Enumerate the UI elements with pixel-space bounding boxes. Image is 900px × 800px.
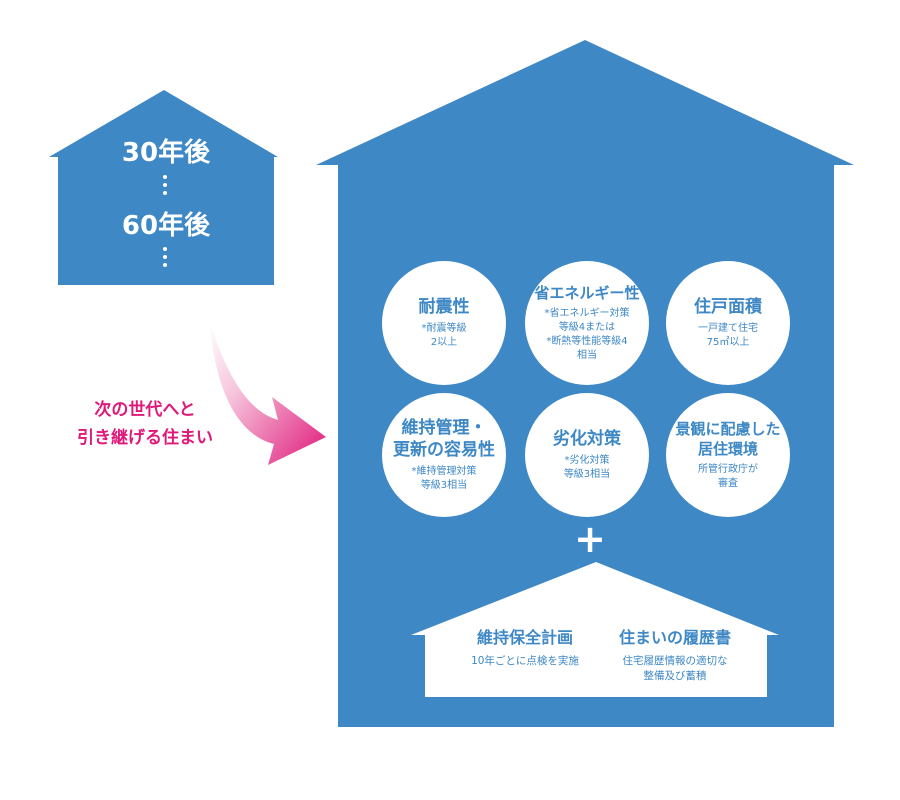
housing-history-note: 住宅履歴情報の適切な 整備及び蓄積	[590, 654, 760, 684]
circle-note-line: *劣化対策	[564, 455, 610, 466]
circle-floor-area: 住戸面積 一戸建て住宅 75㎡以上	[666, 261, 790, 385]
circle-energy-saving: 省エネルギー性 *省エネルギー対策 等級4または *断熱等性能等級4 相当	[525, 261, 649, 385]
circle-maintenance-ease: 維持管理・ 更新の容易性 *維持管理対策 等級3相当	[382, 393, 506, 517]
maintenance-plan-block: 維持保全計画 10年ごとに点検を実施	[440, 628, 610, 669]
circle-note-line: 等級3相当	[563, 469, 611, 480]
circle-note: 所管行政庁が 審査	[698, 463, 758, 491]
plus-sign: +	[574, 517, 606, 561]
small-house-label-30: 30年後	[121, 138, 211, 168]
circle-note-line: *耐震等級	[421, 323, 467, 334]
housing-history-note-line: 整備及び蓄積	[643, 670, 707, 682]
circle-note-line: 2以上	[430, 337, 458, 348]
circle-note-line: *省エネルギー対策	[544, 308, 630, 319]
circle-note: *省エネルギー対策 等級4または *断熱等性能等級4 相当	[545, 307, 630, 363]
small-house-shape	[49, 90, 278, 285]
circle-title-line: 維持管理・	[401, 418, 487, 438]
circle-title: 景観に配慮した 居住環境	[675, 419, 780, 459]
circle-note-line: 等級4または	[558, 322, 616, 333]
tagline: 次の世代へと 引き継げる住まい	[30, 396, 260, 452]
circle-note-line: 相当	[577, 350, 597, 361]
circle-note-line: 一戸建て住宅	[698, 323, 758, 334]
tagline-line2: 引き継げる住まい	[77, 428, 213, 448]
maintenance-plan-note: 10年ごとに点検を実施	[471, 655, 579, 667]
housing-history-title: 住まいの履歴書	[618, 628, 731, 647]
circle-note-line: 等級3相当	[420, 480, 468, 491]
housing-history-note-line: 住宅履歴情報の適切な	[622, 655, 728, 667]
circle-title: 維持管理・ 更新の容易性	[393, 417, 495, 461]
circle-note-line: 所管行政庁が	[698, 464, 758, 475]
circle-note: *劣化対策 等級3相当	[564, 454, 610, 482]
circle-earthquake-resistance: 耐震性 *耐震等級 2以上	[382, 261, 506, 385]
circle-title: 劣化対策	[553, 429, 621, 449]
circle-note: *維持管理対策 等級3相当	[412, 465, 477, 493]
circle-note: 一戸建て住宅 75㎡以上	[698, 322, 758, 350]
circle-landscape-environment: 景観に配慮した 居住環境 所管行政庁が 審査	[666, 393, 790, 517]
circle-title-line: 景観に配慮した	[675, 420, 781, 438]
circle-note-line: 審査	[718, 478, 738, 489]
circle-title: 耐震性	[418, 297, 470, 317]
small-house-label-60: 60年後	[121, 211, 211, 241]
circle-title-line: 更新の容易性	[393, 440, 495, 460]
circle-title-line: 居住環境	[697, 440, 758, 458]
circle-title: 住戸面積	[694, 297, 762, 317]
circle-note-line: 75㎡以上	[706, 337, 750, 348]
curved-arrow	[210, 322, 326, 465]
dotted-line-upper	[162, 175, 168, 199]
housing-history-block: 住まいの履歴書 住宅履歴情報の適切な 整備及び蓄積	[590, 628, 760, 684]
circle-note-line: *維持管理対策	[411, 466, 477, 477]
circle-note: *耐震等級 2以上	[422, 322, 467, 350]
circle-note-line: *断熱等性能等級4	[546, 336, 628, 347]
circle-title: 省エネルギー性	[534, 284, 640, 302]
circle-deterioration-countermeasures: 劣化対策 *劣化対策 等級3相当	[525, 393, 649, 517]
inner-house-shape	[411, 562, 779, 697]
tagline-line1: 次の世代へと	[94, 400, 196, 420]
maintenance-plan-title: 維持保全計画	[476, 628, 573, 647]
dotted-line-lower	[162, 247, 168, 271]
